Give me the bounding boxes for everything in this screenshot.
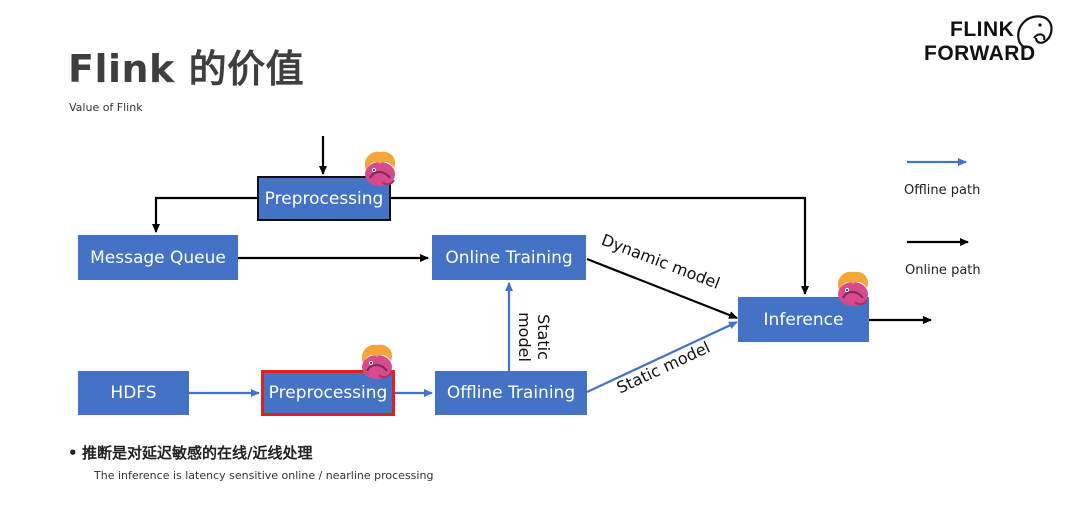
bullet-subtext: The inference is latency sensitive onlin… [94, 469, 434, 482]
squirrel-icon [837, 271, 869, 306]
arrow-preprocessing-to-message-queue [152, 196, 258, 233]
squirrel-icon [361, 344, 393, 379]
logo-line-1: FLINK [950, 18, 1015, 41]
arrow-offline-training-to-inference [586, 321, 738, 393]
arrow-preprocessing-to-inference [390, 196, 809, 295]
bullet-text: 推断是对延迟敏感的在线/近线处理 [82, 444, 313, 462]
slide-subtitle: Value of Flink [69, 101, 143, 114]
squirrel-icon [364, 151, 396, 186]
legend-online-path: Online path [905, 263, 981, 278]
node-hdfs: HDFS [78, 371, 189, 415]
logo-squirrel-icon [1017, 15, 1053, 50]
bullet-point: •推断是对延迟敏感的在线/近线处理 [68, 442, 312, 463]
flink-forward-logo: FLINK FORWARD [924, 18, 1036, 66]
edge-label-static-model-vertical: Static model [515, 312, 553, 362]
bullet-dot-icon: • [68, 444, 78, 462]
slide-title: Flink 的价值 [68, 47, 305, 91]
arrow-online-training-to-inference [586, 257, 738, 320]
legend-offline-path: Offline path [904, 183, 981, 198]
logo-line-2: FORWARD [924, 42, 1036, 65]
node-inference: Inference [738, 297, 869, 342]
node-online-training: Online Training [432, 235, 586, 280]
node-offline-training: Offline Training [435, 371, 587, 415]
node-message-queue: Message Queue [78, 235, 238, 280]
node-preprocessing-online: Preprocessing [257, 176, 391, 221]
